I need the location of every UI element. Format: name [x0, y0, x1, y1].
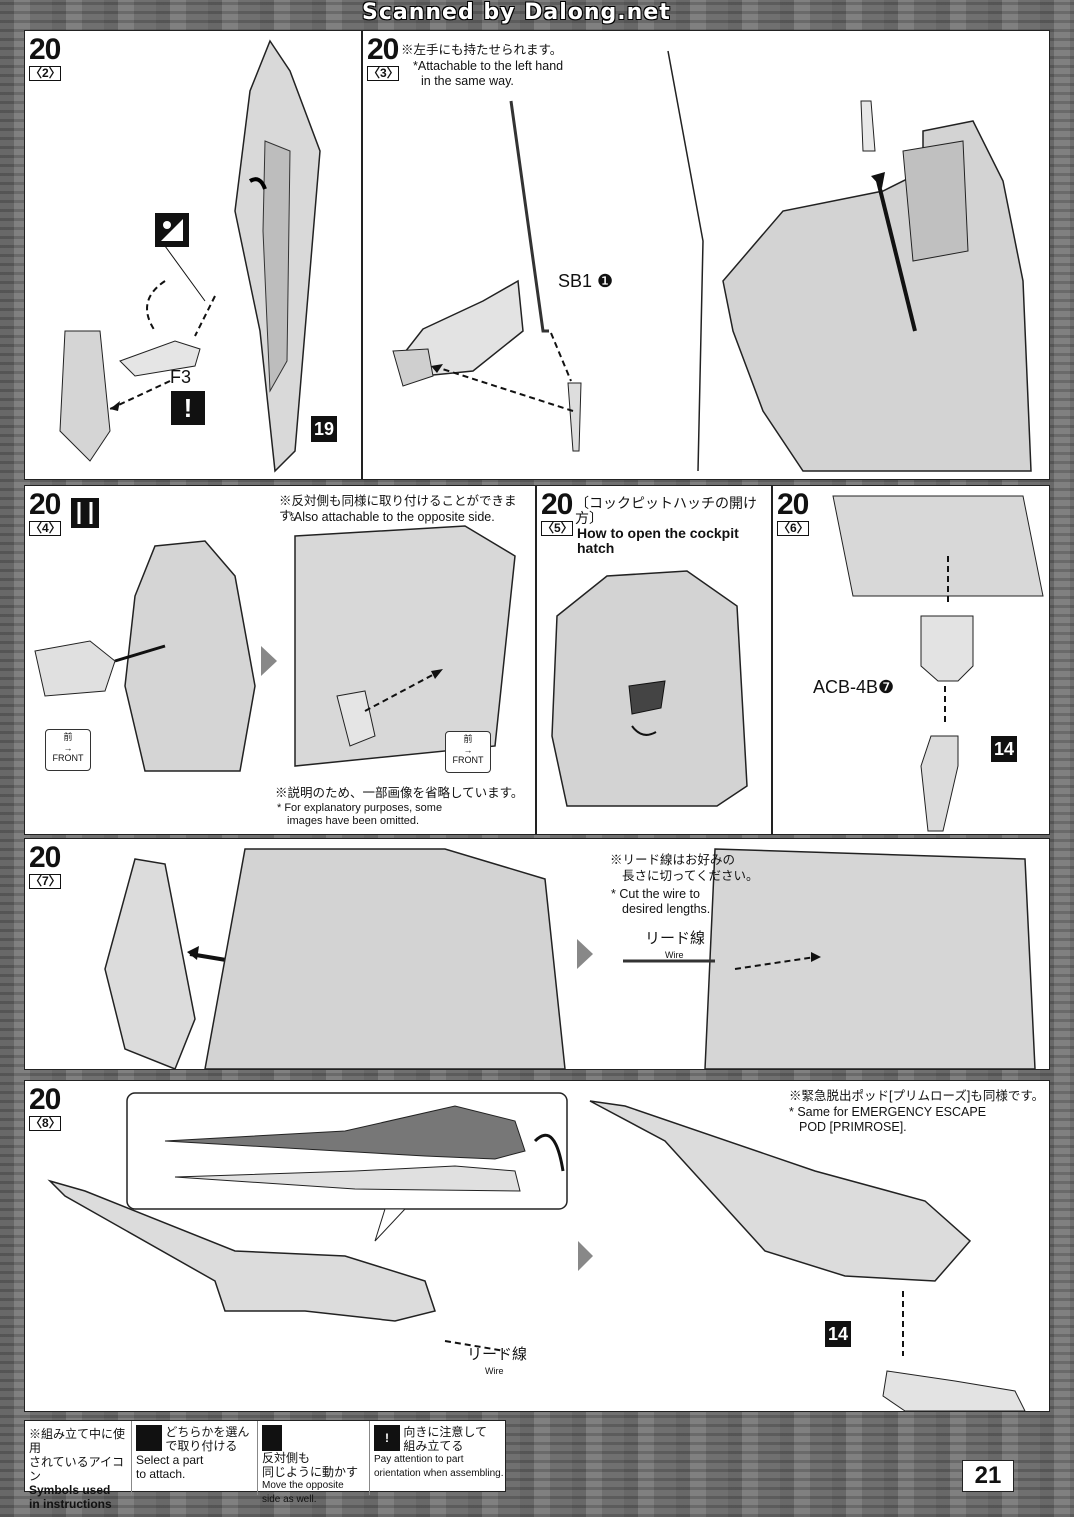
omit-note-en-2: images have been omitted.: [287, 815, 420, 827]
step-label: 20〈6〉: [777, 488, 809, 536]
step-label: 20〈2〉: [29, 33, 61, 81]
front-indicator: 前→FRONT: [445, 731, 491, 773]
wire-label-en: Wire: [485, 1366, 504, 1376]
pod-note-en-2: POD [PRIMROSE].: [799, 1120, 907, 1134]
note-en-2: in the same way.: [421, 74, 514, 88]
substep-badge: 〈4〉: [29, 521, 61, 536]
wire-label-jp: リード線: [467, 1346, 528, 1363]
substep-badge: 〈6〉: [777, 521, 809, 536]
wire-note-en: * Cut the wire to: [611, 887, 700, 901]
legend-item-select-part: どちらかを選んで取り付ける Select a part to attach.: [131, 1421, 262, 1495]
legend-item-move-opposite: 反対側も同じように動かす Move the opposite side as w…: [257, 1421, 374, 1505]
step-label: 20〈5〉: [541, 488, 573, 536]
watermark: Scanned by Dalong.net: [362, 0, 671, 25]
symbols-legend: ※組み立て中に使用 されているアイコン Symbols used in inst…: [24, 1420, 508, 1511]
omit-note-jp: ※説明のため、一部画像を省略しています。: [275, 786, 524, 800]
substep-badge: 〈3〉: [367, 66, 399, 81]
substep-badge: 〈7〉: [29, 874, 61, 889]
step-label: 20〈4〉: [29, 488, 61, 536]
panel-step-20-5: 20〈5〉 〔コックピットハッチの開け方〕 How to open the co…: [536, 485, 772, 835]
pod-note-jp: ※緊急脱出ポッド[プリムローズ]も同様です。: [789, 1089, 1045, 1103]
page-number: 21: [962, 1460, 1014, 1492]
wire-note-jp-2: 長さに切ってください。: [622, 869, 759, 883]
step-label: 20〈8〉: [29, 1083, 61, 1131]
substep-badge: 〈8〉: [29, 1116, 61, 1131]
step-label: 20〈7〉: [29, 841, 61, 889]
base-connector-illustration: [832, 495, 1044, 832]
orientation-warning-icon: !: [374, 1425, 400, 1451]
legend-title: ※組み立て中に使用 されているアイコン Symbols used in inst…: [29, 1427, 126, 1511]
panel-step-20-7: 20〈7〉 ※リード線はお好みの 長さに切ってください。 * Cut the w…: [24, 838, 1050, 1070]
note-en: *Attachable to the left hand: [413, 59, 564, 73]
panel-step-20-3: 20〈3〉 ※左手にも持たせられます。 *Attachable to the l…: [362, 30, 1050, 480]
select-part-icon: [155, 213, 189, 247]
shield-blade-illustration: [59, 39, 321, 473]
select-part-icon: [136, 1425, 162, 1451]
note-jp: ※左手にも持たせられます。: [401, 43, 563, 57]
panel-step-20-4: 20〈4〉 ※反対側も同様に取り付けることができます。 *Also attach…: [24, 485, 536, 835]
pod-note-en: * Same for EMERGENCY ESCAPE: [789, 1105, 987, 1119]
move-opposite-side-icon: [262, 1425, 282, 1451]
part-label-f3: F3: [170, 367, 192, 387]
chest-part-illustration: [34, 525, 516, 772]
core-fighter-illustration: [47, 1092, 1026, 1411]
ref-step-14: 14: [825, 1321, 851, 1347]
rifle-hand-illustration: [392, 50, 1032, 472]
substep-badge: 〈5〉: [541, 521, 573, 536]
ref-step-14: 14: [991, 736, 1017, 762]
note-en: *Also attachable to the opposite side.: [289, 510, 495, 524]
part-label-acb-4b: ACB-4B❼: [813, 677, 895, 697]
panel-step-20-6: 20〈6〉 ACB-4B❼ 14: [772, 485, 1050, 835]
cockpit-hatch-illustration: [551, 570, 748, 807]
orientation-warning-icon: !: [171, 391, 205, 425]
part-label-sb1: SB1 ❶: [558, 271, 614, 291]
front-indicator: 前→FRONT: [45, 729, 91, 771]
cockpit-title-jp: 〔コックピットハッチの開け方〕: [575, 495, 757, 526]
cockpit-title-en: How to open the cockpit hatch: [577, 525, 739, 556]
note-jp: ※反対側も同様に取り付けることができます。: [279, 494, 517, 523]
wire-note-en-2: desired lengths.: [622, 902, 711, 916]
substep-badge: 〈2〉: [29, 66, 61, 81]
ref-step-19: 19: [311, 416, 337, 442]
wire-note-jp: ※リード線はお好みの: [610, 853, 736, 867]
step-label: 20〈3〉: [367, 33, 399, 81]
leg-wire-illustration: [104, 848, 1036, 1069]
wire-label-en: Wire: [665, 950, 684, 960]
wire-label-jp: リード線: [645, 930, 706, 947]
panel-step-20-8: 20〈8〉 ※緊急脱出ポッド[プリムローズ]も同様です。 * Same for …: [24, 1080, 1050, 1412]
panel-step-20-2: 20〈2〉 F3 ! 19: [24, 30, 362, 480]
move-opposite-side-icon: [71, 498, 99, 528]
legend-item-orientation: ! 向きに注意して組み立てる Pay attention to part ori…: [369, 1421, 508, 1495]
omit-note-en: * For explanatory purposes, some: [277, 802, 443, 814]
